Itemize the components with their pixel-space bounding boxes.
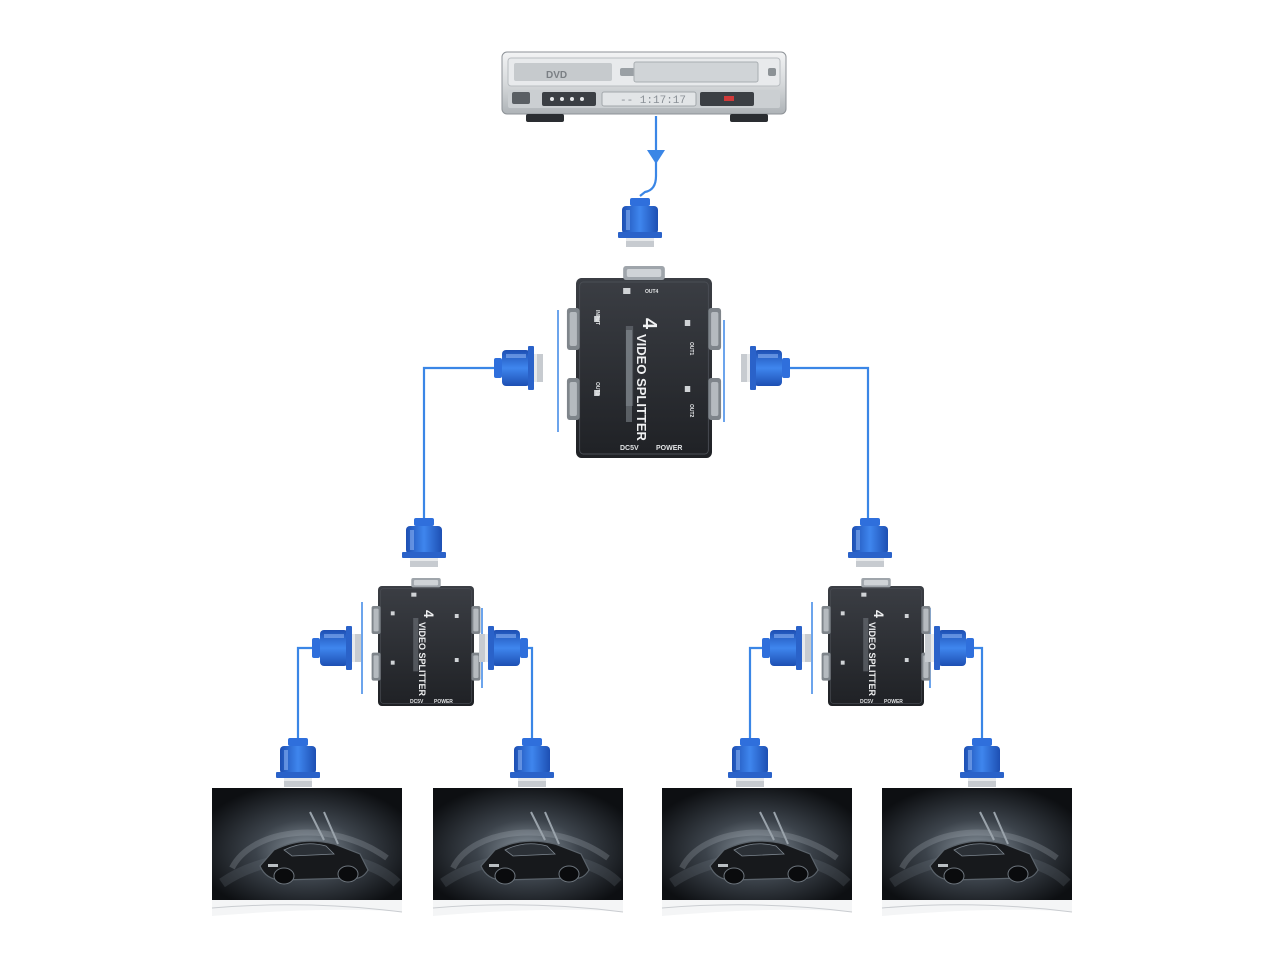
splitter-brand-number: 4 [638,318,660,330]
vga-connector-monitor-2 [510,738,554,787]
small-left-brand-number: 4 [421,610,437,618]
small-right-power-label: POWER [884,699,903,705]
dvd-display-text: -- 1:17:17 [620,95,686,107]
cable-main-left [422,366,498,520]
monitor-4 [882,788,1072,916]
main-splitter: 4 VIDEO SPLITTER OUT4 INPUT OUT3 OUT1 OU… [557,265,725,459]
dvd-player: -- 1:17:17 DVD [501,51,787,122]
port-label-right-2: OUT2 [688,404,694,418]
small-left-power-dc: DC5V [410,699,424,705]
cable-main-right [782,366,870,520]
power-label-power: POWER [656,445,682,452]
dvd-logo: DVD [546,70,567,81]
port-label-left-1: INPUT [594,310,600,325]
small-right-power-dc: DC5V [860,699,874,705]
vga-connector-input [618,198,662,247]
vga-connector-monitor-4 [960,738,1004,787]
vga-connector-main-left [494,346,543,390]
small-right-brand-number: 4 [871,610,887,618]
monitor-3 [662,788,852,916]
vga-connector-monitor-1 [276,738,320,787]
monitor-2 [433,788,623,916]
vga-connector-right-out-2 [925,626,974,670]
small-left-power-label: POWER [434,699,453,705]
vga-connector-right-input [848,518,892,567]
small-splitter-right: 4 VIDEO SPLITTER DC5V POWER [811,577,931,707]
small-splitter-left: 4 VIDEO SPLITTER DC5V POWER [361,577,483,707]
monitor-1 [212,788,402,916]
vga-connector-left-input [402,518,446,567]
port-label-right-1: OUT1 [688,342,694,356]
port-label-top: OUT4 [645,289,659,295]
port-label-left-2: OUT3 [594,382,600,396]
power-label-dc: DC5V [620,445,639,452]
small-left-title: VIDEO SPLITTER [417,622,427,697]
vga-connector-main-right [741,346,790,390]
cable-left-out-1 [296,646,322,746]
vga-connector-left-out-1 [312,626,361,670]
cable-dvd-to-splitter [639,116,658,197]
vga-connector-left-out-2 [479,626,528,670]
small-right-title: VIDEO SPLITTER [867,622,877,697]
splitter-title: VIDEO SPLITTER [634,334,649,442]
vga-connector-monitor-3 [728,738,772,787]
vga-connector-right-out-1 [762,626,811,670]
signal-arrow-icon [647,150,665,164]
